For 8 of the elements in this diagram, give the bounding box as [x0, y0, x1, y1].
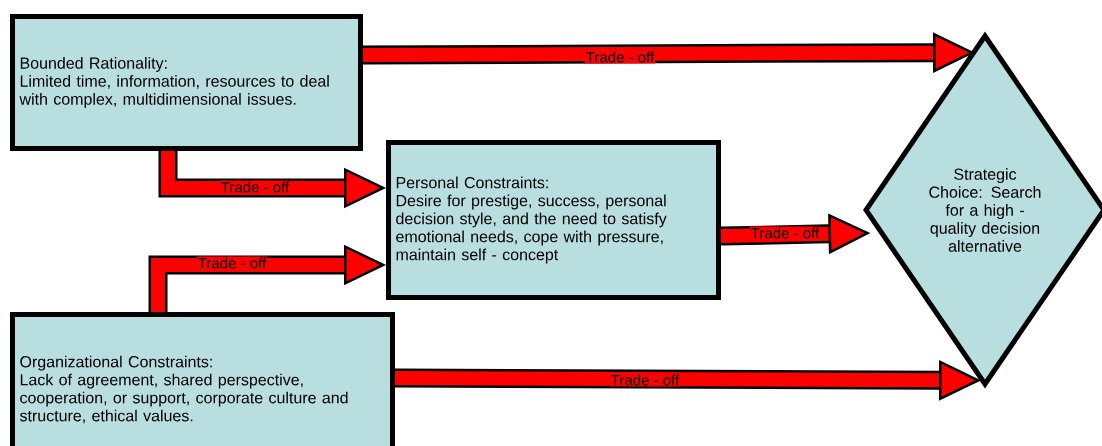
edge-label: Trade - off [749, 226, 821, 240]
edge-label: Trade - off [219, 180, 291, 194]
text-box: Bounded Rationality: Limited time, information, resources to deal with complex, multidimensional issues. [10, 14, 363, 151]
edge-label: Trade - off [196, 256, 268, 270]
text-box: Personal Constraints: Desire for prestige, success, personal decision style, and the need to satisfy emotional needs, cope with pressure, maintain self - concept [386, 140, 721, 300]
edge-label: Trade - off [584, 50, 656, 64]
edge-label: Trade - off [609, 373, 681, 387]
text-box: Organizational Constraints: Lack of agreement, shared perspective, cooperation, or support, corporate culture and structure, ethical values. [10, 312, 395, 446]
